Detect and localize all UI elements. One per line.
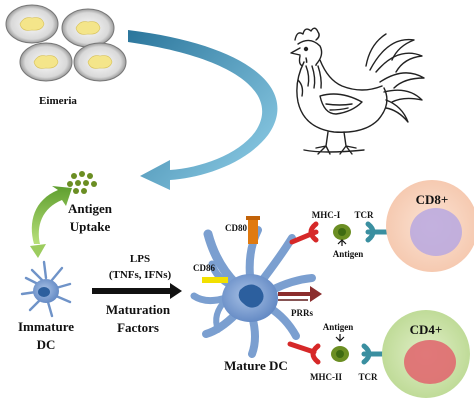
antigen-cluster (67, 171, 97, 194)
mhc2-tcr-complex (287, 334, 397, 365)
antigen-top-label: Antigen (333, 249, 364, 259)
uptake-arrowhead (30, 244, 46, 258)
chicken-illustration (290, 27, 425, 155)
prrs-receptor (278, 286, 322, 302)
cd86-receptor (202, 277, 228, 283)
infection-arrow (128, 30, 278, 190)
cd4-label: CD4+ (410, 322, 443, 337)
mhc2-label: MHC-II (310, 372, 342, 382)
mature-dc-label: Mature DC (224, 358, 288, 373)
immature-dc-label-1: Immature (18, 319, 74, 334)
maturation-label-2: Factors (117, 320, 159, 335)
cd86-label: CD86 (193, 263, 215, 273)
tcr-top-label: TCR (354, 210, 374, 220)
petri-dish (19, 42, 73, 82)
tnfs-ifns-label: (TNFs, IFNs) (109, 269, 172, 281)
immature-dc-label-2: DC (37, 337, 56, 352)
cd8-label: CD8+ (416, 192, 449, 207)
petri-dish (73, 42, 127, 82)
antigen-bottom-label: Antigen (323, 322, 354, 332)
antigen-uptake-label-1: Antigen (68, 201, 113, 216)
cd8-tcell (386, 180, 474, 272)
petri-dish (5, 4, 59, 44)
cd4-tcell (382, 310, 470, 398)
lps-label: LPS (130, 253, 150, 265)
maturation-label-1: Maturation (106, 302, 171, 317)
mhc1-tcr-complex (289, 221, 401, 246)
cd80-receptor (246, 216, 260, 244)
mhc1-label: MHC-I (312, 210, 341, 220)
uptake-arrow (31, 186, 72, 244)
maturation-arrow (92, 283, 182, 299)
immature-dc-cell (20, 260, 72, 318)
petri-dishes (5, 4, 127, 82)
antigen-uptake-label-2: Uptake (70, 219, 111, 234)
tcr-bottom-label: TCR (358, 372, 378, 382)
petri-dish (61, 8, 115, 48)
cd80-label: CD80 (225, 223, 247, 233)
eimeria-label: Eimeria (39, 95, 77, 107)
prrs-label: PRRs (291, 308, 313, 318)
